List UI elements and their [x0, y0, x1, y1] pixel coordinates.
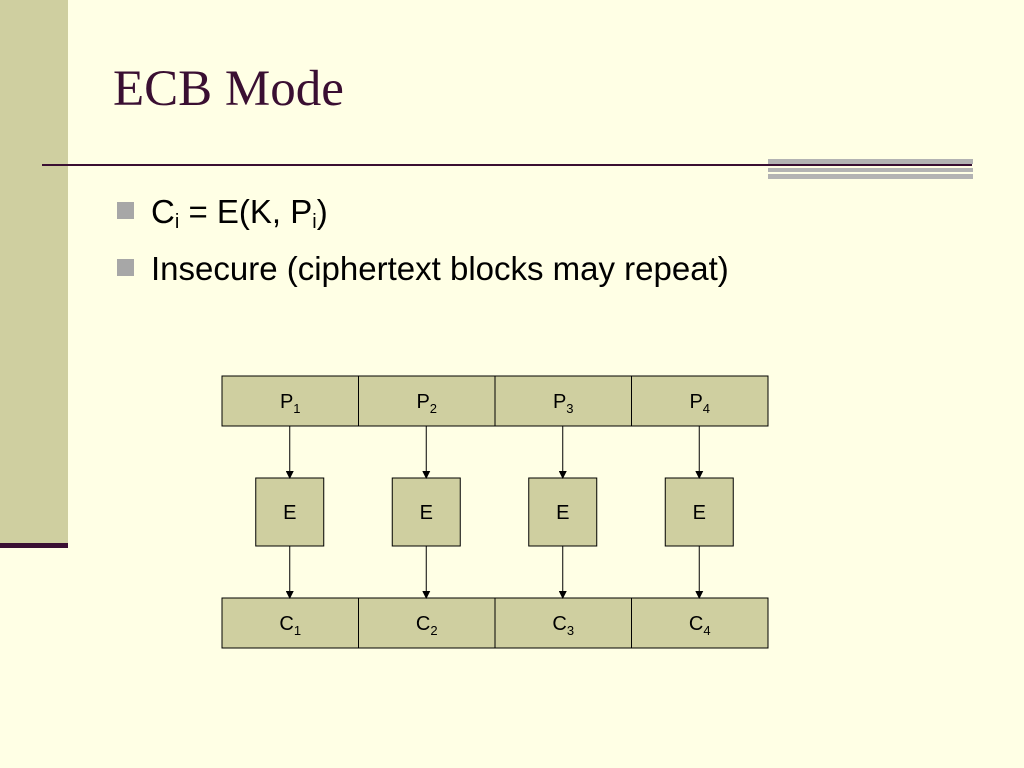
bullet-text: Ci = E(K, Pi): [151, 193, 328, 233]
accent-stripes: [768, 159, 973, 179]
ciphertext-block-2-label: C2: [416, 613, 438, 638]
ciphertext-block-4-box: [631, 597, 769, 649]
subscript: i: [312, 211, 317, 233]
encrypt-block-box: [391, 477, 461, 547]
encrypt-block-3: E: [528, 477, 598, 547]
encrypt-block-4: E: [664, 477, 734, 547]
encrypt-block-label: E: [693, 502, 706, 524]
left-band-rule: [0, 543, 68, 548]
ciphertext-block-2: C2: [358, 597, 496, 649]
ciphertext-block-1: C1: [221, 597, 359, 649]
ciphertext-block-3: C3: [494, 597, 632, 649]
ciphertext-block-3-box: [494, 597, 632, 649]
subscript: i: [174, 211, 180, 233]
plaintext-block-2: P2: [358, 375, 496, 427]
bullet-square-icon: [117, 201, 134, 219]
left-decorative-band: [0, 0, 68, 545]
text-segment: Insecure (ciphertext blocks may repeat): [151, 250, 729, 287]
encrypt-block-box: [528, 477, 598, 547]
ciphertext-block-2-box: [358, 597, 496, 649]
title-divider: [42, 164, 972, 166]
plaintext-block-3: P3: [494, 375, 632, 427]
ciphertext-block-3-label: C3: [552, 613, 574, 638]
plaintext-block-4-box: [631, 375, 769, 427]
encrypt-block-label: E: [420, 502, 433, 524]
plaintext-block-1-box: [221, 375, 359, 427]
plaintext-block-3-label: P3: [553, 391, 574, 416]
bullet-square-icon: [117, 258, 134, 276]
bullet-insecure: Insecure (ciphertext blocks may repeat): [117, 252, 729, 285]
text-segment: C: [151, 193, 175, 230]
bullet-text: Insecure (ciphertext blocks may repeat): [151, 250, 729, 287]
encrypt-block-1: E: [255, 477, 325, 547]
ciphertext-block-1-label: C1: [279, 613, 301, 638]
plaintext-block-1: P1: [221, 375, 359, 427]
encrypt-block-2: E: [391, 477, 461, 547]
bullet-formula: Ci = E(K, Pi): [117, 193, 328, 233]
ciphertext-block-1-box: [221, 597, 359, 649]
encrypt-block-label: E: [556, 502, 569, 524]
ciphertext-block-4: C4: [631, 597, 769, 649]
encrypt-block-box: [664, 477, 734, 547]
text-segment: ): [316, 193, 328, 230]
text-segment: = E(K, P: [179, 193, 313, 230]
plaintext-block-1-label: P1: [280, 391, 301, 416]
ciphertext-block-4-label: C4: [689, 613, 711, 638]
encrypt-block-label: E: [283, 502, 296, 524]
plaintext-block-4-label: P4: [689, 391, 710, 416]
plaintext-block-2-label: P2: [416, 391, 437, 416]
plaintext-block-4: P4: [631, 375, 769, 427]
slide-title: ECB Mode: [113, 61, 344, 117]
